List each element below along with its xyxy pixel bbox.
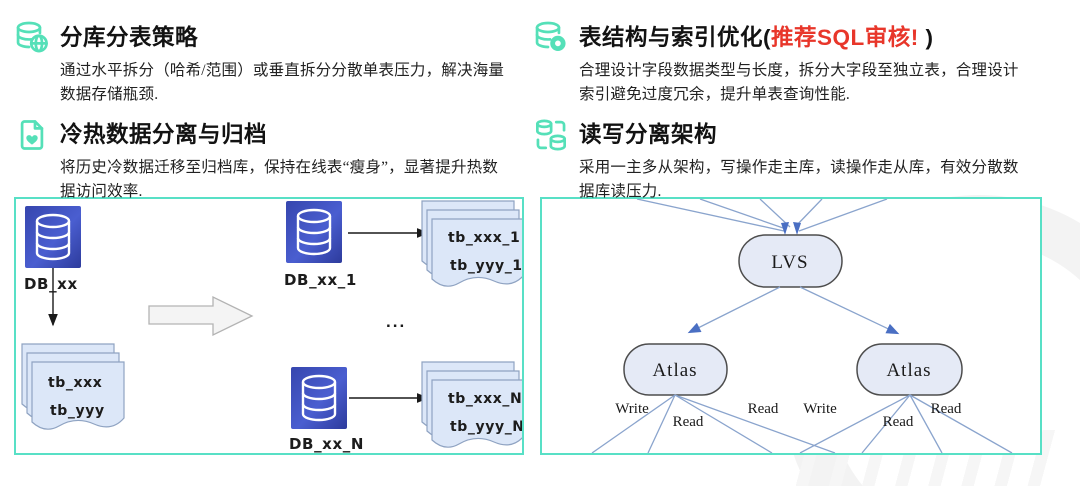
shard1-tables: tb_xxx_1 tb_yyy_1	[421, 200, 522, 287]
incoming-traffic-lines	[636, 199, 888, 235]
title-highlight: 推荐SQL审核!	[771, 25, 919, 50]
edge-label-read: Read	[748, 401, 779, 417]
right-column: 表结构与索引优化(推荐SQL审核! ) 合理设计字段数据类型与长度，拆分大字段至…	[533, 20, 1038, 214]
database-sync-icon	[533, 117, 569, 153]
table-label: tb_xxx_N	[448, 391, 522, 407]
read-write-diagram: LVS Atlas Atlas Write	[591, 199, 1013, 453]
edge-label-read: Read	[883, 414, 914, 430]
table-label: tb_xxx	[48, 375, 102, 391]
source-db-label: DB_xx	[24, 275, 78, 293]
edge-label-write: Write	[803, 401, 837, 417]
lvs-label: LVS	[771, 252, 808, 273]
document-heart-icon	[14, 117, 50, 153]
database-globe-icon	[14, 20, 50, 56]
atlas-left-label: Atlas	[652, 360, 697, 381]
section-body: 合理设计字段数据类型与长度，拆分大字段至独立表，合理设计索引避免过度冗余，提升单…	[579, 62, 1019, 104]
section-body: 通过水平拆分（哈希/范围）或垂直拆分分散单表压力，解决海量数据存储瓶颈.	[60, 62, 505, 104]
table-label: tb_xxx_1	[448, 230, 520, 246]
section-title: 表结构与索引优化(推荐SQL审核! )	[579, 21, 934, 55]
source-db-icon	[25, 206, 81, 268]
lvs-to-atlas-right-edge	[799, 286, 900, 335]
section-sharding-strategy: 分库分表策略 通过水平拆分（哈希/范围）或垂直拆分分散单表压力，解决海量数据存储…	[14, 20, 519, 108]
read-write-diagram-panel: LVS Atlas Atlas Write	[540, 197, 1042, 455]
title-suffix: )	[918, 25, 934, 50]
lvs-node	[738, 234, 843, 288]
table-label: tb_yyy	[50, 403, 105, 419]
source-tables: tb_xxx tb_yyy	[21, 343, 125, 430]
section-body: 采用一主多从架构，写操作走主库，读操作走从库，有效分散数据库读压力.	[579, 158, 1019, 201]
edge-label-read: Read	[673, 414, 704, 430]
shard1-db-icon	[286, 201, 342, 263]
edge-label-write: Write	[615, 401, 649, 417]
shard1-db-label: DB_xx_1	[284, 271, 357, 289]
left-column: 分库分表策略 通过水平拆分（哈希/范围）或垂直拆分分散单表压力，解决海量数据存储…	[14, 20, 519, 214]
sharding-diagram-panel: DB_xx tb_xxx tb_yyy DB_xx_1	[14, 197, 524, 455]
section-title: 读写分离架构	[579, 121, 718, 147]
section-schema-index: 表结构与索引优化(推荐SQL审核! ) 合理设计字段数据类型与长度，拆分大字段至…	[533, 20, 1038, 108]
table-label: tb_yyy_1	[450, 258, 522, 274]
lvs-to-atlas-left-edge	[687, 286, 781, 334]
section-body: 将历史冷数据迁移至归档库，保持在线表“瘦身”，显著提升热数据访问效率.	[60, 158, 499, 201]
section-read-write-split: 读写分离架构 采用一主多从架构，写操作走主库，读操作走从库，有效分散数据库读压力…	[533, 117, 1038, 205]
ellipsis: ...	[386, 312, 406, 331]
title-text: 表结构与索引优化(	[579, 25, 771, 50]
transform-arrow	[148, 295, 254, 337]
atlas-right-label: Atlas	[886, 360, 931, 381]
table-label: tb_yyy_N	[450, 419, 522, 435]
section-title: 分库分表策略	[60, 25, 199, 50]
database-inspect-icon	[533, 20, 569, 56]
section-cold-hot-archive: 冷热数据分离与归档 将历史冷数据迁移至归档库，保持在线表“瘦身”，显著提升热数据…	[14, 117, 519, 205]
edge-label-read: Read	[931, 401, 962, 417]
shardN-db-label: DB_xx_N	[289, 435, 364, 453]
section-title: 冷热数据分离与归档	[60, 121, 268, 147]
shardN-db-icon	[291, 367, 347, 429]
shardN-tables: tb_xxx_N tb_yyy_N	[421, 361, 522, 448]
sharding-diagram: DB_xx tb_xxx tb_yyy DB_xx_1	[21, 200, 522, 453]
atlas-left-edges	[591, 394, 836, 453]
atlas-right-edges	[799, 394, 1013, 453]
